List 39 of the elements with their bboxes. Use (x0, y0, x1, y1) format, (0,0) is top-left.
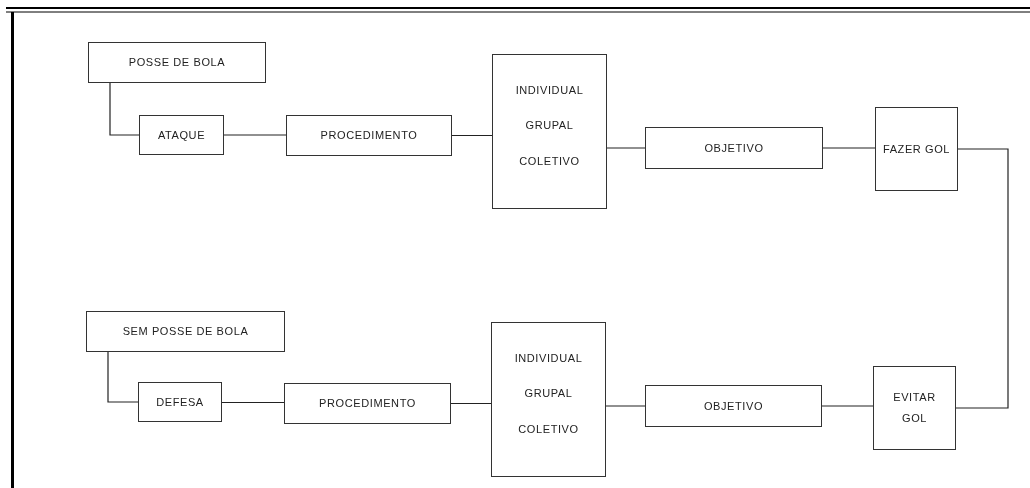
box-label: DEFESA (156, 394, 204, 410)
process-box (492, 54, 607, 209)
process-box (873, 366, 956, 450)
box-label: INDIVIDUAL (514, 350, 583, 366)
connector-line (955, 148, 1009, 409)
box-label: GRUPAL (525, 118, 574, 134)
process-box (139, 115, 224, 155)
process-box (875, 107, 958, 191)
connector-line (606, 147, 646, 149)
connector-line (821, 405, 874, 407)
connector-line (109, 82, 140, 136)
connector-line (605, 405, 646, 407)
box-label: COLETIVO (519, 153, 580, 169)
process-box (138, 382, 222, 422)
connector-line (451, 134, 493, 137)
process-box (645, 385, 822, 427)
connector-line (107, 351, 139, 403)
connector-line (221, 401, 285, 404)
box-label: SEM POSSE DE BOLA (122, 324, 249, 340)
box-label: FAZER GOL (882, 141, 951, 157)
box-label: ATAQUE (157, 127, 206, 143)
process-box (286, 115, 452, 156)
box-label: OBJETIVO (704, 140, 764, 156)
box-label: INDIVIDUAL (515, 82, 584, 98)
box-label: POSSE DE BOLA (128, 55, 226, 71)
connector-line (822, 147, 876, 149)
process-box (491, 322, 606, 477)
box-label: GRUPAL (524, 386, 573, 402)
box-label: PROCEDIMENTO (320, 128, 418, 144)
process-box (86, 311, 285, 352)
box-label: PROCEDIMENTO (319, 396, 416, 412)
process-box (645, 127, 823, 169)
box-label: OBJETIVO (703, 398, 764, 414)
box-label: COLETIVO (518, 421, 579, 437)
box-label: EVITAR GOL (892, 390, 937, 426)
connector-line (223, 134, 287, 136)
process-box (284, 383, 451, 424)
process-box (88, 42, 266, 83)
connector-line (450, 402, 492, 405)
